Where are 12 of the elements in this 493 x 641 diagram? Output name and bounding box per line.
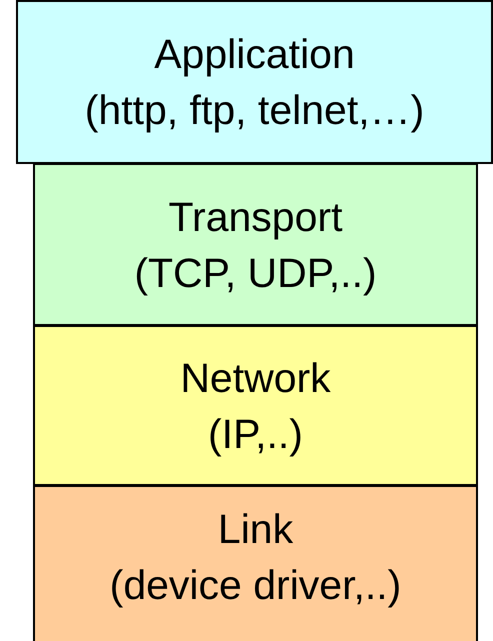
layer-name: Link [218, 505, 294, 554]
protocol-examples: (device driver,..) [110, 561, 402, 610]
application-layer-box [16, 0, 493, 164]
protocol-examples: (TCP, UDP,..) [134, 248, 377, 298]
link-layer-box [33, 485, 478, 641]
layer-name: Network [180, 354, 331, 402]
transport-layer-box [33, 163, 478, 326]
protocol-examples: (IP,..) [208, 410, 303, 458]
layer-name: Transport [168, 192, 342, 242]
layer-name: Application [154, 30, 355, 79]
network-layer-box [33, 325, 478, 486]
protocol-examples: (http, ftp, telnet,…) [84, 86, 424, 135]
